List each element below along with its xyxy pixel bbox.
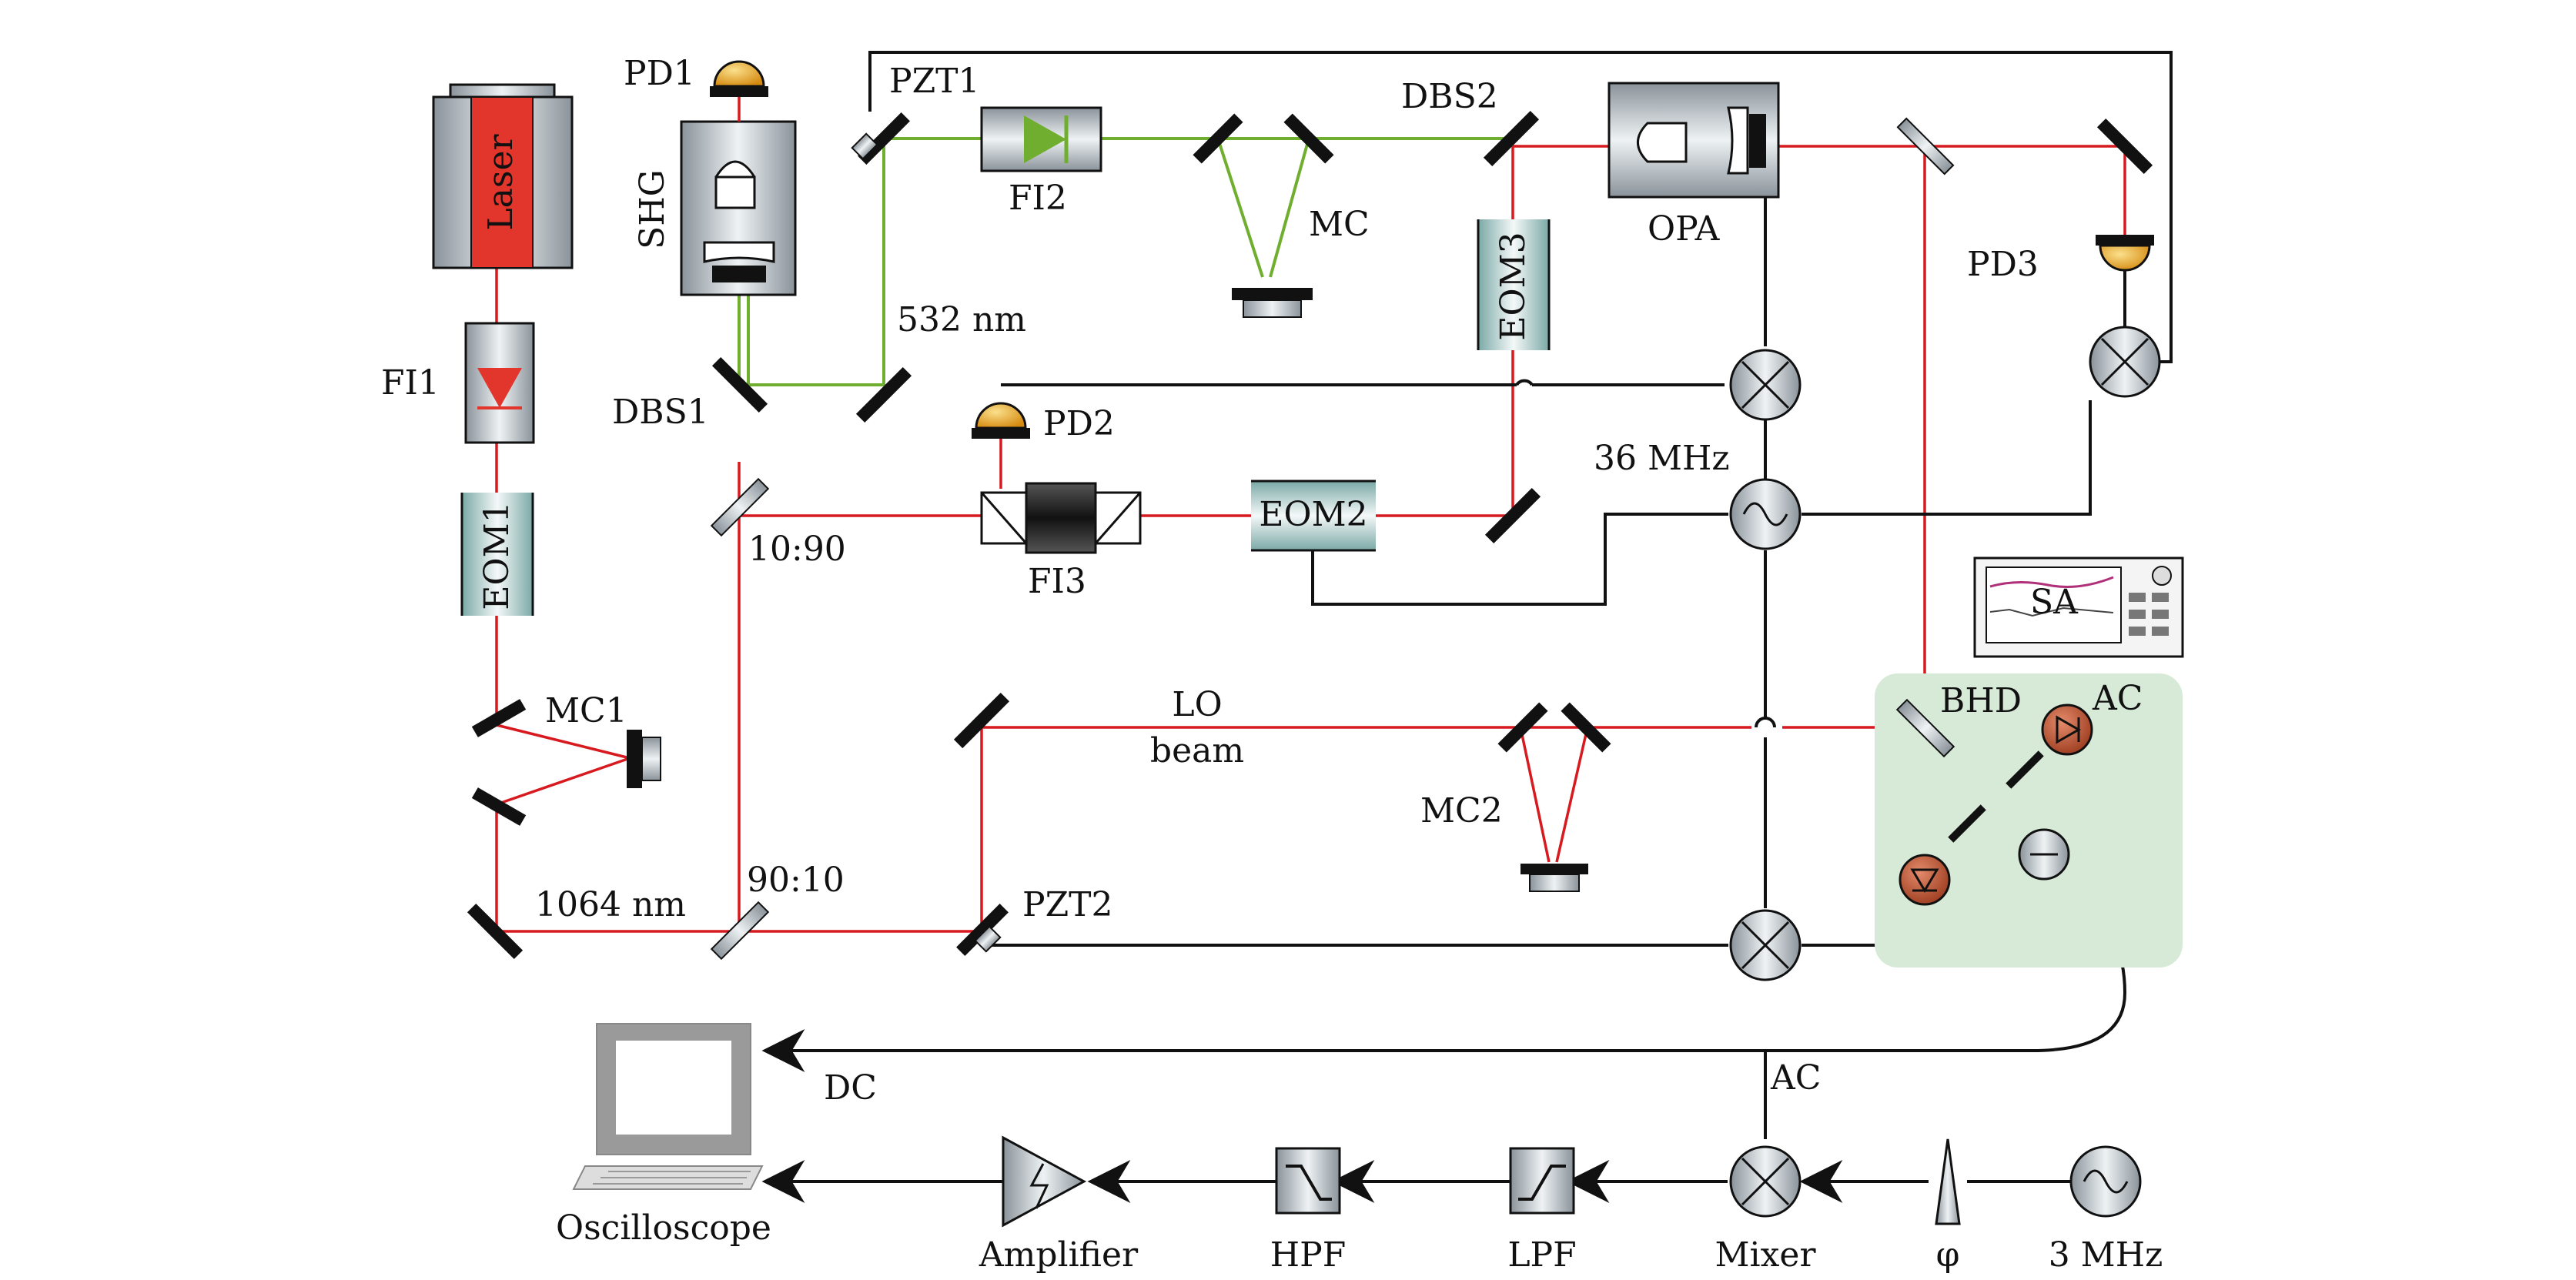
lpf-filter [1509,1147,1575,1215]
oscilloscope [572,1023,764,1190]
beam-532 [738,137,1509,386]
nm532-label: 532 nm [897,300,1026,339]
fi3-label: FI3 [1028,562,1086,601]
fi1-label: FI1 [381,363,440,403]
mirror-532 [855,366,912,423]
eom1-label: EOM1 [477,501,517,610]
pd1-photodiode [710,60,768,122]
mc1-label: MC1 [545,691,627,730]
opa-label: OPA [1648,209,1721,249]
oscillator-3mhz [2069,1145,2142,1218]
fi2-label: FI2 [1009,179,1067,218]
mirror-bottom-left [467,903,524,960]
shg-cavity: SHG [633,120,797,296]
mixer-pd3 [2089,326,2161,398]
laser: Laser [432,83,574,269]
pzt2-label: PZT2 [1022,885,1113,924]
mirror-lo [953,692,1010,749]
pd3-photodiode [2096,235,2154,327]
mirror-eom2 [1484,487,1541,544]
mc-label: MC [1309,205,1370,244]
oscillator-36mhz [1729,478,1802,550]
fi1-isolator [464,322,535,444]
phi-label: φ [1936,1235,1960,1275]
mc-cavity [1193,113,1334,318]
dbs1-mirror [711,356,768,413]
mhz36-label: 36 MHz [1594,439,1730,478]
lo-label: LO [1172,685,1222,724]
beam-label: beam [1150,731,1244,770]
hpf-label: HPF [1270,1235,1347,1275]
bhd-label: BHD [1940,681,2022,720]
pd2-label: PD2 [1043,404,1115,443]
dbs1-label: DBS1 [612,393,709,432]
amplifier-label: Amplifier [979,1235,1139,1275]
nm1064-label: 1064 nm [535,885,686,924]
mixer-bottom [1729,1145,1802,1218]
pzt1 [851,112,910,165]
eom1-modulator: EOM1 [460,493,534,616]
shg-label: SHG [633,169,672,249]
opa-cavity [1607,82,1780,199]
mhz3-label: 3 MHz [2049,1235,2163,1275]
pzt2 [956,904,1009,956]
bhd-subtractor [2018,828,2070,881]
lpf-label: LPF [1507,1235,1576,1275]
bhd-block-1 [2006,750,2044,789]
eom2-label: EOM2 [1259,495,1367,534]
pzt1-label: PZT1 [889,62,980,101]
pd2-photodiode [972,402,1030,489]
amplifier [1002,1135,1087,1228]
pd1-label: PD1 [624,54,695,93]
mirror-top-right-2 [2096,118,2153,175]
mirror-top-right-1 [1896,117,1955,175]
ac-bottom-label: AC [1770,1058,1821,1098]
splitter-10-90 [710,477,770,537]
mixer-pd2 [1729,349,1802,421]
bhd-block-2 [1948,804,1986,843]
eom3-label: EOM3 [1494,232,1533,340]
ac-top-label: AC [2092,679,2143,718]
bhd-photodiode-dc [1899,854,1951,906]
dbs2-label: DBS2 [1401,77,1498,116]
mixer-label: Mixer [1715,1235,1816,1275]
dbs2-mirror [1483,110,1540,167]
bhd-splitter [1895,698,1955,758]
bhd-photodiode-ac [2041,703,2093,756]
spectrum-analyzer: SA [1973,556,2184,658]
mc2-cavity [1497,702,1611,892]
electronic-wires [761,51,2173,1203]
fi3-isolator [980,482,1142,554]
laser-label: Laser [481,133,520,230]
mc2-label: MC2 [1420,791,1503,830]
pd3-label: PD3 [1967,245,2039,284]
fi2-isolator [980,106,1102,172]
ratio9010-label: 90:10 [747,861,845,900]
mc1-cavity [471,699,661,826]
splitter-90-10 [710,901,770,961]
mixer-bhd [1729,909,1802,981]
hpf-filter [1275,1147,1341,1215]
beam-1064 [495,145,2126,933]
oscilloscope-label: Oscilloscope [556,1208,771,1248]
phase-shifter [1935,1138,1961,1225]
eom3-modulator: EOM3 [1477,219,1551,350]
ratio1090-label: 10:90 [748,530,846,569]
eom2-modulator: EOM2 [1251,480,1376,552]
sa-label: SA [2030,583,2079,622]
dc-label: DC [824,1068,877,1108]
